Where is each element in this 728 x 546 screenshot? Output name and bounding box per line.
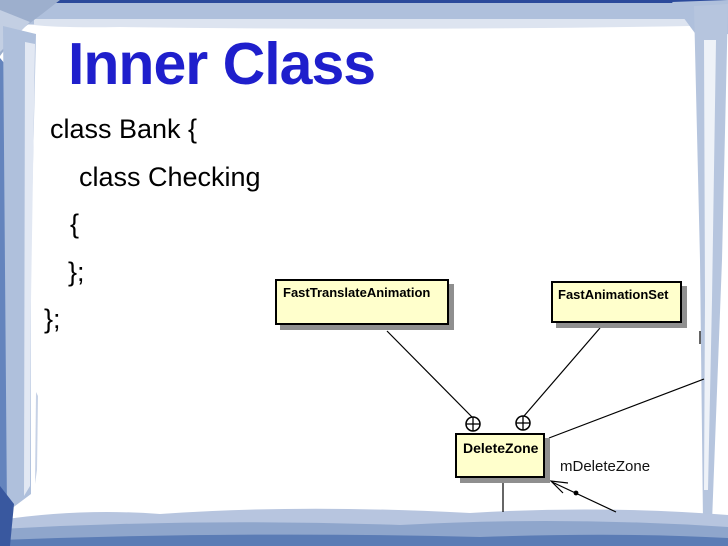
uml-class-name: DeleteZone xyxy=(463,440,539,456)
connector-fastanimationset-to-deletezone xyxy=(523,327,601,417)
code-block: class Bank { class Checking { }; }; xyxy=(44,106,261,344)
code-line: class Bank { xyxy=(50,114,198,144)
uml-class-box-fast-animation-set: FastAnimationSet xyxy=(551,281,682,323)
border-corner-bottomleft xyxy=(0,486,14,546)
containment-anchor-icon xyxy=(515,415,531,431)
uml-class-box-fast-translate-animation: FastTranslateAnimation xyxy=(275,279,449,325)
connector-deletezone-to-right xyxy=(548,378,705,439)
annotation-arrow-line xyxy=(551,481,617,513)
annotation-arrowhead xyxy=(549,480,569,494)
annotation-arrow-dot xyxy=(573,490,579,496)
uml-class-box-delete-zone: DeleteZone xyxy=(455,433,545,478)
slide-title: Inner Class xyxy=(68,31,376,97)
border-top-wash-light xyxy=(34,19,690,29)
code-line: }; xyxy=(44,304,61,334)
border-corner-topleft xyxy=(0,0,60,56)
code-line: class Checking xyxy=(79,161,261,192)
border-left-wash-light xyxy=(24,42,35,496)
code-line: { xyxy=(70,209,80,239)
border-right-wash-light xyxy=(704,40,716,490)
border-left-streak xyxy=(35,392,38,484)
uml-class-name: FastTranslateAnimation xyxy=(283,285,431,300)
border-top-navy-line xyxy=(16,0,728,4)
association-label: mDeleteZone xyxy=(560,458,651,475)
code-line: }; xyxy=(68,256,85,287)
containment-anchor-icon xyxy=(465,416,481,432)
uml-class-name: FastAnimationSet xyxy=(558,287,669,302)
border-bottom-dark xyxy=(0,534,728,546)
connector-fasttranslate-to-deletezone xyxy=(386,330,473,418)
